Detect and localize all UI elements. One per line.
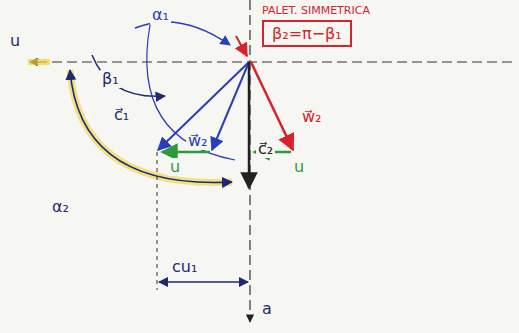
angle-label: α₁ bbox=[150, 6, 171, 24]
axis-label: u bbox=[8, 32, 22, 50]
formula: β₂=π−β₁ bbox=[262, 20, 352, 47]
vector-label: c⃗₁ bbox=[112, 106, 131, 124]
dimension-label: cu₁ bbox=[170, 258, 199, 276]
vector-label: w⃗₂ bbox=[300, 108, 324, 126]
note-box: PALET. SIMMETRICA β₂=π−β₁ bbox=[262, 4, 370, 47]
axis-label: a bbox=[260, 300, 274, 318]
angle-label: α₂ bbox=[50, 198, 71, 216]
vector-label: c⃗₂ bbox=[256, 140, 275, 158]
vector-label: u bbox=[168, 158, 182, 176]
vector-label: u bbox=[292, 158, 306, 176]
vector-label: w⃗₂ bbox=[186, 132, 210, 150]
angle-label: β₁ bbox=[100, 70, 121, 88]
note-heading: PALET. SIMMETRICA bbox=[262, 4, 370, 17]
